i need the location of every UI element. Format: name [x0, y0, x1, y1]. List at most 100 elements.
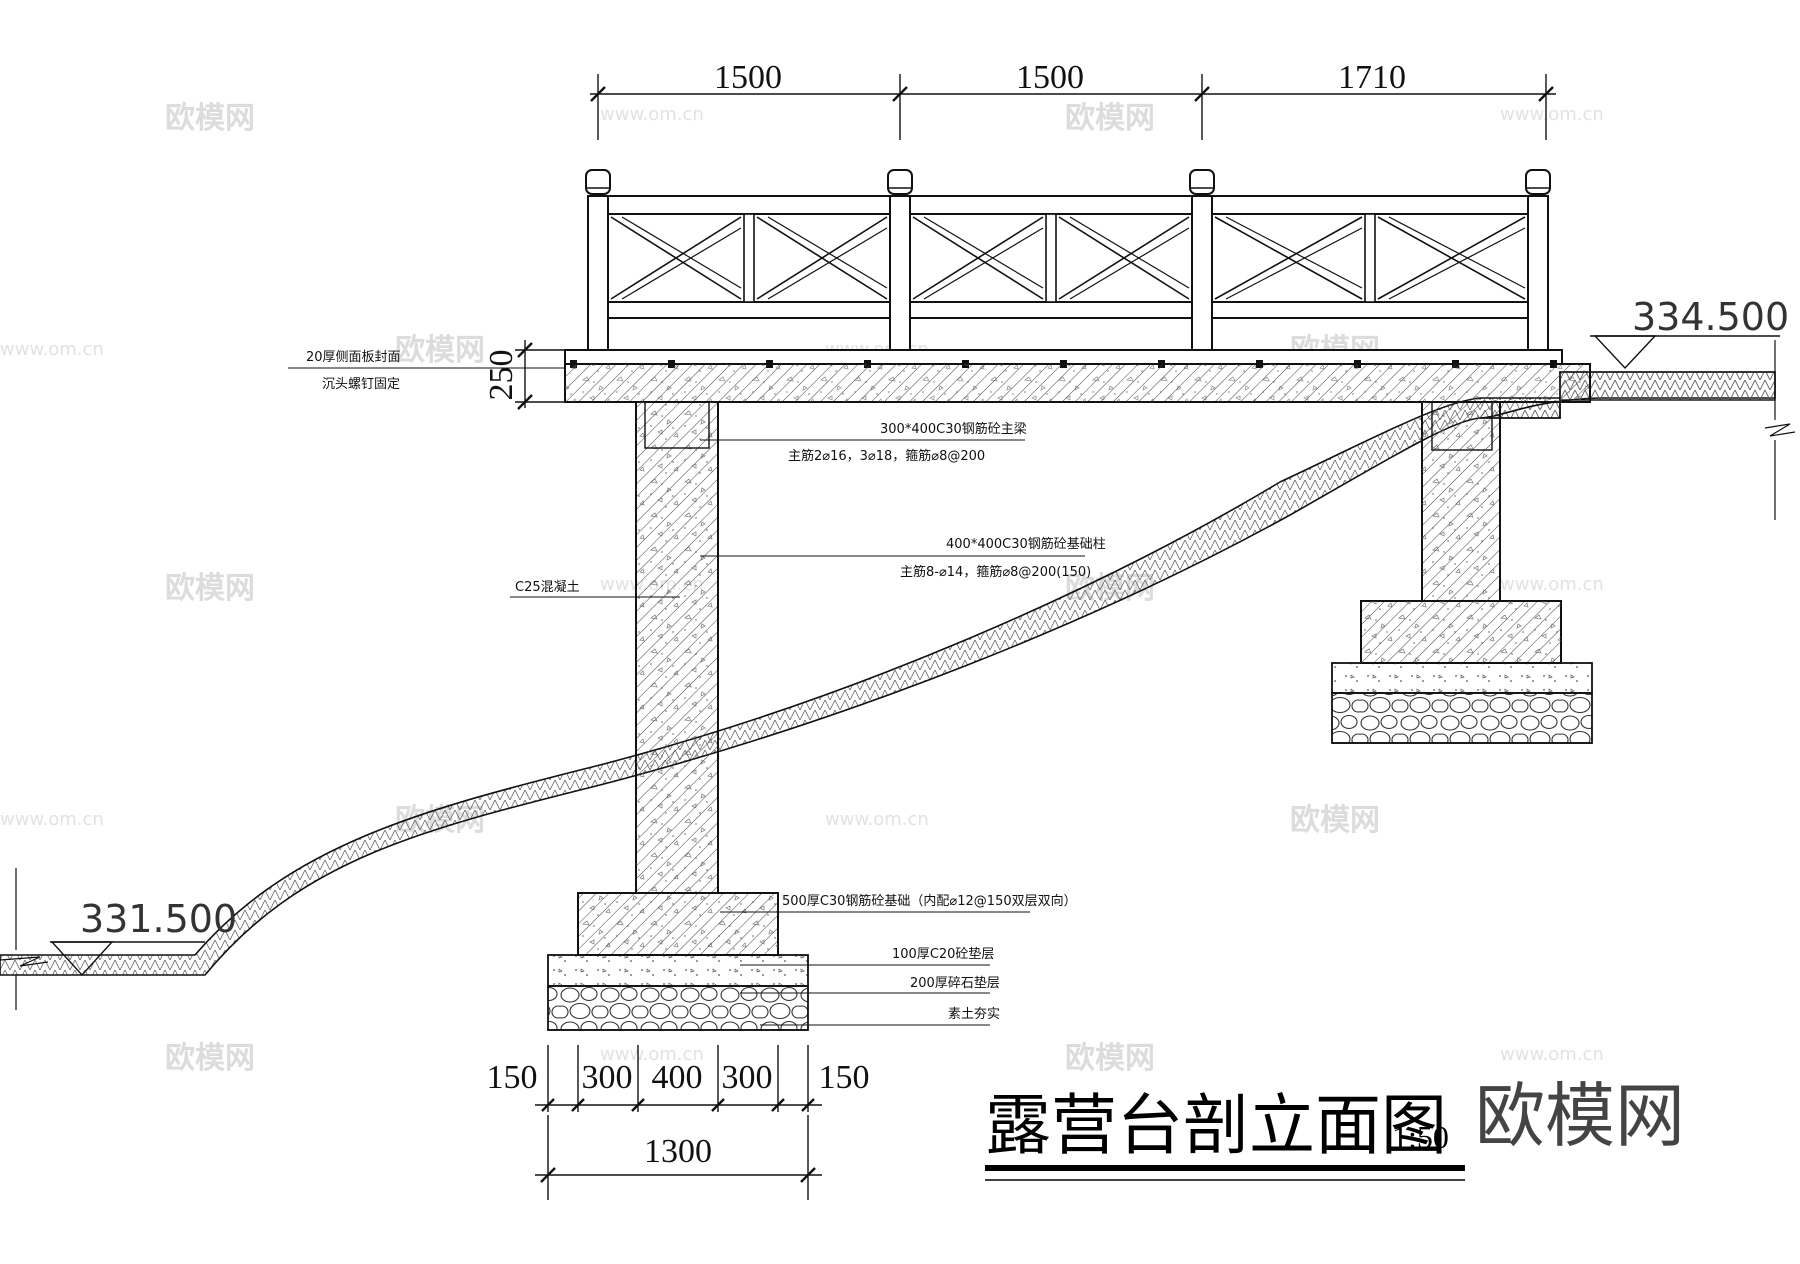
railing-post-cap — [887, 169, 913, 195]
railing-brace — [923, 227, 1044, 300]
dim-tick-top — [1538, 86, 1554, 102]
dim-footing-3: 400 — [652, 1059, 703, 1096]
watermark-logo: 欧模网 — [1290, 803, 1380, 838]
left-cushion — [547, 954, 809, 987]
dim-top-2: 1500 — [1016, 59, 1084, 96]
dim-tick-top — [590, 86, 606, 102]
railing-post-cap — [1525, 169, 1551, 195]
dim-footing-1: 150 — [487, 1059, 538, 1096]
watermark-url: www.om.cn — [1500, 104, 1604, 125]
note-main-beam-1: 300*400C30钢筋砼主梁 — [880, 421, 1027, 437]
railing-brace — [1058, 216, 1190, 300]
railing-brace — [1214, 216, 1363, 300]
railing-brace — [767, 227, 888, 300]
dim-footing-5: 150 — [819, 1059, 870, 1096]
note-main-beam-2: 主筋2⌀16，3⌀18，箍筋⌀8@200 — [788, 448, 985, 464]
elevation-low-label: 331.500 — [80, 897, 237, 941]
railing-post — [587, 195, 609, 351]
railing-brace — [767, 216, 888, 289]
elevation-marker-low: 331.500 — [50, 897, 237, 977]
elevation-marker-high: 334.500 — [1590, 295, 1789, 370]
railing-brace — [1388, 216, 1526, 289]
note-side-panel-1: 20厚侧面板封面 — [306, 350, 401, 365]
dim-tick-footing — [771, 1098, 785, 1112]
left-main-beam — [644, 401, 710, 449]
railing-brace — [756, 216, 888, 300]
break-mark-right — [1764, 340, 1796, 520]
annotation-leaders — [288, 367, 1085, 1026]
dim-tick-top — [1194, 86, 1210, 102]
note-column-1: 400*400C30钢筋砼基础柱 — [946, 536, 1106, 552]
dim-top-1: 1500 — [714, 59, 782, 96]
dim-tick-total — [540, 1167, 556, 1183]
note-cushion: 100厚C20砼垫层 — [892, 946, 994, 962]
ground-slope — [0, 397, 1561, 976]
break-mark-left — [0, 868, 49, 1010]
drawing-title: 露营台剖立面图 — [985, 1087, 1447, 1164]
watermark-logo: 欧模网 — [165, 1041, 255, 1076]
watermark-url: www.om.cn — [1500, 574, 1604, 595]
note-gravel: 200厚碎石垫层 — [910, 975, 1000, 991]
dim-footing-4: 300 — [722, 1059, 773, 1096]
railing-brace — [1388, 227, 1526, 300]
right-footing-texture — [1361, 601, 1561, 663]
railing-bottom-rail — [597, 301, 1539, 319]
railing-post — [889, 195, 911, 351]
dimension-lines — [515, 74, 1556, 1200]
dim-tick-footing — [801, 1098, 815, 1112]
right-gravel — [1331, 692, 1593, 744]
dim-tick-deck — [517, 394, 533, 410]
dim-tick-footing — [571, 1098, 585, 1112]
left-footing-texture — [578, 893, 778, 955]
dim-tick-total — [800, 1167, 816, 1183]
dim-tick-footing — [541, 1098, 555, 1112]
ground-top-band — [1559, 371, 1776, 401]
watermark-url: www.om.cn — [600, 104, 704, 125]
watermark-url: www.om.cn — [0, 809, 104, 830]
dim-footing-total: 1300 — [644, 1133, 712, 1170]
right-cushion — [1331, 662, 1593, 694]
railing-brace — [912, 216, 1044, 300]
railing — [585, 169, 1551, 351]
railing-brace — [1225, 227, 1363, 300]
right-column-texture — [1422, 402, 1500, 601]
note-concrete: C25混凝土 — [515, 579, 580, 595]
railing-post — [1527, 195, 1549, 351]
watermark-url: www.om.cn — [1500, 1044, 1604, 1065]
note-column-2: 主筋8-⌀14，箍筋⌀8@200(150) — [900, 564, 1091, 580]
railing-brace — [923, 216, 1044, 289]
watermark-layer: 欧模网欧模网欧模网欧模网欧模网欧模网欧模网欧模网欧模网欧模网www.om.cnw… — [0, 101, 1604, 1076]
watermark-logo: 欧模网 — [165, 571, 255, 606]
railing-brace — [1225, 216, 1363, 289]
railing-baluster — [743, 213, 755, 303]
railing-post-cap — [1189, 169, 1215, 195]
watermark-logo: 欧模网 — [165, 101, 255, 136]
railing-top-rail — [597, 195, 1539, 215]
elevation-high-label: 334.500 — [1632, 295, 1789, 339]
dim-tick-top — [892, 86, 908, 102]
dim-tick-deck — [517, 342, 533, 358]
railing-brace — [610, 216, 742, 300]
watermark-logo: 欧模网 — [1065, 101, 1155, 136]
brand-mark: 欧模网 — [1475, 1075, 1685, 1157]
deck-slab-texture — [565, 364, 1590, 402]
dim-footing-2: 300 — [582, 1059, 633, 1096]
railing-baluster — [1045, 213, 1057, 303]
drawing-scale: 1:50 — [1392, 1119, 1449, 1155]
railing-post-cap — [585, 169, 611, 195]
watermark-url: www.om.cn — [0, 339, 104, 360]
dim-top-3: 1710 — [1338, 59, 1406, 96]
dim-tick-footing — [631, 1098, 645, 1112]
note-soil: 素土夯实 — [948, 1007, 1000, 1022]
watermark-logo: 欧模网 — [395, 333, 485, 368]
railing-baluster — [1364, 213, 1376, 303]
note-side-panel-2: 沉头螺钉固定 — [322, 377, 400, 392]
watermark-url: www.om.cn — [825, 809, 929, 830]
railing-brace — [1069, 216, 1190, 289]
railing-brace — [1069, 227, 1190, 300]
right-main-beam — [1431, 401, 1493, 451]
railing-post — [1191, 195, 1213, 351]
railing-brace — [1377, 216, 1526, 300]
